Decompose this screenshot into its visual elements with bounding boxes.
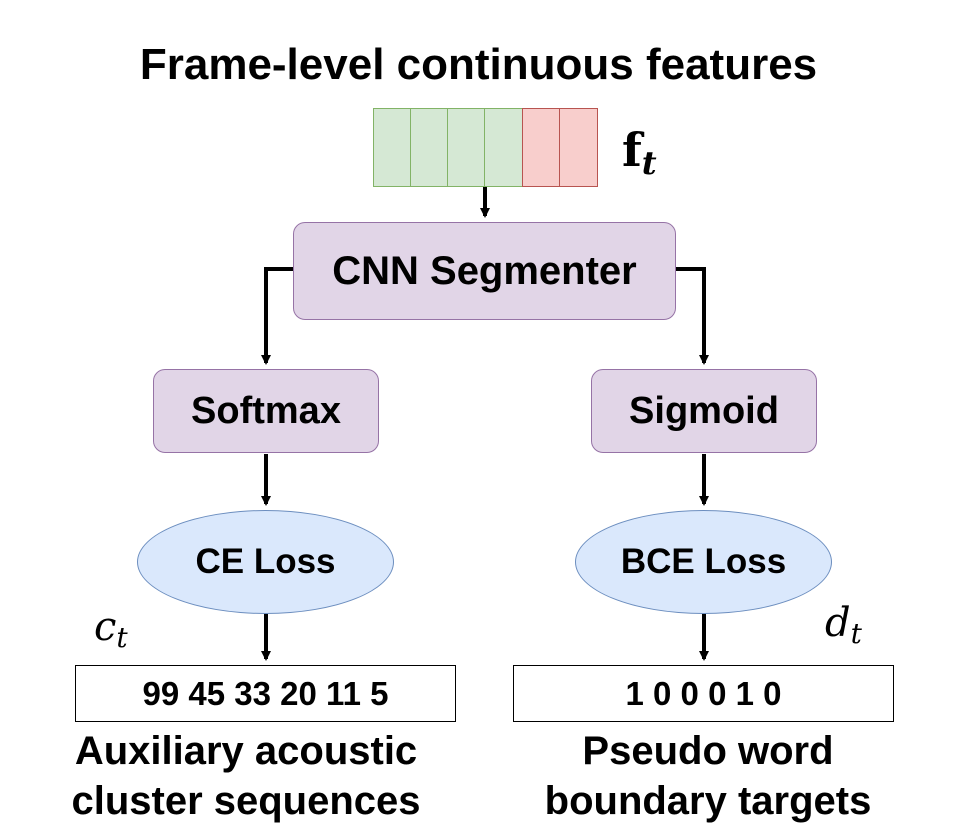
- ct-symbol-sub: t: [116, 621, 128, 654]
- feature-cell-1: [373, 108, 411, 187]
- arrow-segmenter-to-sigmoid: [676, 267, 709, 365]
- boundary-sequence-text: 1 0 0 0 1 0: [625, 674, 782, 712]
- cluster-sequence-box: 99 45 33 20 11 5: [75, 665, 456, 722]
- bce-loss-node: BCE Loss: [575, 510, 832, 614]
- dt-symbol-base: d: [825, 600, 851, 646]
- feature-label-sub: t: [641, 144, 657, 183]
- right-caption-line1: Pseudo word: [582, 729, 834, 773]
- feature-cell-6: [559, 108, 598, 187]
- right-caption-line2: boundary targets: [544, 779, 872, 823]
- ct-symbol-base: c: [94, 604, 117, 650]
- feature-cell-3: [447, 108, 485, 187]
- sigmoid-node: Sigmoid: [591, 369, 817, 453]
- dt-symbol: dt: [825, 600, 862, 650]
- feature-cell-5: [522, 108, 560, 187]
- sigmoid-label: Sigmoid: [629, 389, 779, 432]
- feature-cell-2: [410, 108, 448, 187]
- bce-loss-label: BCE Loss: [620, 542, 787, 581]
- diagram-title: Frame-level continuous features: [139, 40, 818, 89]
- arrow-segmenter-to-softmax: [261, 267, 293, 365]
- cluster-sequence-text: 99 45 33 20 11 5: [142, 674, 389, 712]
- ct-symbol: ct: [94, 604, 128, 654]
- ce-loss-label: CE Loss: [195, 542, 336, 581]
- dt-symbol-sub: t: [850, 617, 862, 650]
- boundary-sequence-box: 1 0 0 0 1 0: [513, 665, 894, 722]
- softmax-node: Softmax: [153, 369, 379, 453]
- feature-label: ft: [622, 123, 657, 182]
- cnn-segmenter-node: CNN Segmenter: [293, 222, 676, 320]
- feature-cell-4: [484, 108, 523, 187]
- left-caption-line2: cluster sequences: [71, 779, 421, 823]
- cnn-segmenter-label: CNN Segmenter: [332, 248, 637, 293]
- left-caption-line1: Auxiliary acoustic: [74, 729, 418, 773]
- softmax-label: Softmax: [191, 389, 341, 432]
- ce-loss-node: CE Loss: [137, 510, 394, 614]
- feature-label-base: f: [622, 123, 642, 177]
